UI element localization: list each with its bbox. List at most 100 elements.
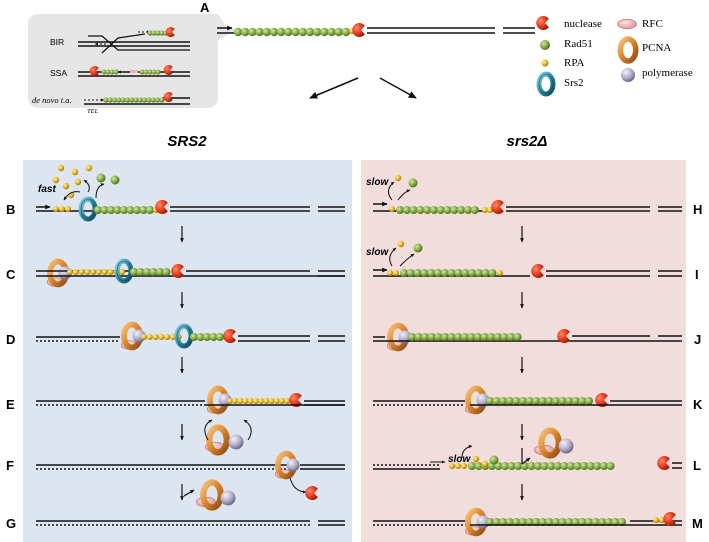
nuclease-shape	[536, 16, 549, 30]
rad51-icon	[586, 462, 595, 470]
rad51-icon	[408, 333, 416, 341]
nuclease-shape	[155, 200, 168, 214]
rad51-icon	[434, 269, 442, 277]
rad51-icon	[514, 462, 523, 470]
right-panel-background	[361, 160, 686, 542]
rad51-icon	[447, 269, 456, 277]
rad51-icon	[492, 518, 501, 526]
rad51-icon	[481, 269, 490, 277]
nuclease-icon	[163, 92, 173, 102]
release-arrow	[521, 448, 530, 465]
nuclease-shape	[305, 486, 318, 500]
legend: nuclease Rad51 RPA Srs2 RFC PCNA polymer…	[564, 18, 693, 89]
rad51-icon	[525, 397, 534, 405]
inset-label-de-novo: de novo t.a.	[32, 95, 72, 105]
rad51-icon	[436, 206, 445, 214]
rad51-icon	[480, 333, 489, 341]
row-letter-c: C	[6, 267, 16, 282]
pcna-icon	[538, 427, 562, 459]
rad51-icon	[492, 397, 501, 405]
inset-background	[28, 14, 230, 108]
rad51-icon	[532, 397, 541, 405]
rad51-icon	[611, 518, 620, 526]
rad51-icon	[149, 268, 158, 276]
rad51-icon	[327, 27, 336, 37]
rad51-icon	[578, 518, 587, 526]
nuclease-shape	[491, 200, 504, 214]
rpa-icon	[258, 398, 265, 404]
rad51-icon	[142, 97, 148, 103]
nuclease-shape	[663, 512, 676, 526]
rpa-icon	[141, 334, 147, 340]
rad51-icon	[507, 462, 516, 470]
release-arrow	[243, 419, 252, 441]
rpa-icon	[152, 334, 159, 340]
inset-label-bir: BIR	[50, 37, 64, 47]
rad51-icon	[489, 455, 499, 465]
nuclease-icon	[163, 65, 173, 75]
rad51-icon	[558, 397, 567, 405]
row-letter-b: B	[6, 202, 15, 217]
rad51-icon	[450, 206, 459, 214]
legend-label-nuclease: nuclease	[564, 18, 602, 30]
inset-label-ssa: SSA	[50, 68, 67, 78]
rpa-icon	[119, 269, 126, 275]
rpa-icon	[67, 269, 73, 275]
rad51-icon	[136, 268, 145, 276]
nuclease-icon	[223, 329, 236, 343]
nuclease-release-arrow	[289, 477, 307, 494]
nuclease-shape	[165, 27, 175, 37]
pcna-ring	[538, 427, 562, 459]
rad51-icon	[545, 397, 554, 405]
pcna-ring	[617, 36, 639, 64]
nuclease-icon	[89, 66, 99, 76]
rad51-icon	[216, 333, 224, 341]
rpa-icon	[53, 206, 59, 212]
rad51-icon	[525, 518, 534, 526]
rad51-icon	[573, 462, 582, 470]
rad51-icon	[137, 97, 143, 103]
rad51-icon	[341, 27, 351, 37]
rad51-icon	[291, 27, 300, 37]
rad51-icon	[277, 27, 286, 37]
rad51-icon	[571, 518, 580, 526]
rpa-icon	[387, 270, 393, 276]
rad51-icon	[305, 27, 315, 37]
rad51-icon	[505, 397, 514, 405]
rad51-icon	[598, 518, 607, 526]
legend-label-rfc: RFC	[642, 18, 663, 30]
rad51-icon	[406, 269, 415, 277]
diagram-artwork	[36, 16, 682, 537]
nuclease-shape	[171, 264, 184, 278]
srs2-outline	[538, 73, 554, 95]
nuclease-icon	[657, 456, 670, 470]
rad51-icon	[545, 518, 554, 526]
rad51-icon	[427, 269, 436, 277]
rpa-icon	[74, 178, 82, 186]
rate-label-slow-i: slow	[366, 247, 389, 258]
rpa-release-arrow	[461, 445, 473, 459]
rad51-icon	[120, 97, 126, 103]
nuclease-shape	[352, 23, 365, 37]
rad51-icon	[105, 69, 111, 75]
rpa-icon	[389, 206, 395, 212]
rpa-icon	[284, 398, 291, 404]
rpa-icon	[273, 398, 280, 404]
polymerase-icon	[621, 68, 635, 82]
rpa-icon	[279, 398, 285, 404]
bir-donor-strand	[101, 33, 146, 54]
rad51-icon	[133, 206, 141, 214]
rad51-icon	[130, 268, 138, 276]
rad51-icon	[334, 27, 343, 37]
rpa-icon	[65, 206, 71, 212]
rad51-icon	[460, 333, 469, 341]
row-letter-g: G	[6, 516, 16, 531]
rad51-icon	[413, 243, 423, 253]
rad51-icon	[126, 206, 135, 214]
rad51-icon	[540, 40, 550, 50]
rad51-icon	[474, 462, 483, 470]
rad51-icon	[116, 97, 122, 103]
polymerase-icon	[220, 490, 236, 506]
rad51-icon	[396, 206, 404, 214]
